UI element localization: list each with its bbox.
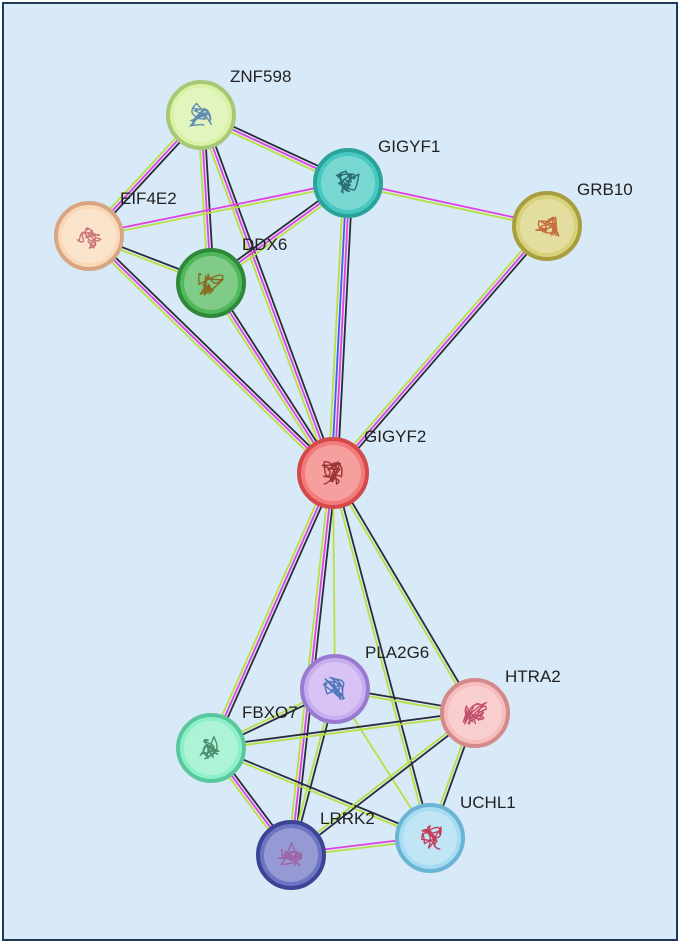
- node-pla2g6[interactable]: PLA2G6: [300, 643, 429, 724]
- edge-evidence-line: [209, 748, 431, 841]
- edge-gigyf2-htra2[interactable]: [330, 471, 478, 715]
- node-label: GIGYF2: [364, 427, 426, 446]
- edge-evidence-line: [210, 713, 477, 751]
- edge-ddx6-gigyf2[interactable]: [207, 280, 337, 476]
- edge-evidence-line: [333, 471, 433, 839]
- edge-evidence-line: [88, 235, 334, 474]
- protein-structure-icon: [189, 102, 213, 127]
- node-gigyf2[interactable]: GIGYF2: [297, 427, 426, 509]
- edge-evidence-line: [330, 182, 348, 474]
- node-label: UCHL1: [460, 793, 516, 812]
- node-lrrk2[interactable]: LRRK2: [256, 809, 375, 890]
- edge-evidence-line: [210, 282, 334, 474]
- protein-structure-icon: [335, 170, 360, 194]
- edge-evidence-line: [336, 182, 354, 475]
- edge-evidence-line: [207, 470, 332, 748]
- edge-evidence-line: [212, 280, 337, 473]
- edge-gigyf2-uchl1[interactable]: [330, 471, 433, 840]
- edge-gigyf1-gigyf2[interactable]: [327, 181, 354, 475]
- edge-evidence-line: [334, 227, 551, 476]
- node-label: PLA2G6: [365, 643, 429, 662]
- edge-eif4e2-gigyf2[interactable]: [86, 232, 336, 477]
- node-znf598[interactable]: ZNF598: [166, 67, 291, 150]
- edge-fbxo7-uchl1[interactable]: [209, 745, 432, 841]
- node-highlight: [520, 199, 574, 253]
- edge-evidence-line: [330, 472, 430, 840]
- edge-eif4e2-gigyf1[interactable]: [87, 180, 350, 239]
- edge-evidence-line: [327, 181, 345, 474]
- node-label: HTRA2: [505, 667, 561, 686]
- edge-evidence-line: [197, 115, 332, 475]
- protein-structure-icon: [198, 272, 225, 297]
- edge-evidence-line: [210, 745, 432, 838]
- node-label: EIF4E2: [120, 189, 177, 208]
- edge-evidence-line: [330, 472, 475, 715]
- edge-evidence-line: [289, 710, 475, 855]
- protein-structure-icon: [321, 461, 343, 486]
- edge-grb10-gigyf2[interactable]: [329, 223, 551, 476]
- edge-evidence-line: [332, 225, 548, 474]
- node-eif4e2[interactable]: EIF4E2: [54, 189, 177, 271]
- node-label: LRRK2: [320, 809, 375, 828]
- edge-evidence-line: [86, 237, 332, 477]
- edge-evidence-line: [90, 232, 336, 472]
- edge-evidence-line: [207, 283, 332, 476]
- edge-evidence-line: [332, 472, 336, 690]
- edge-evidence-line: [329, 223, 546, 472]
- protein-structure-icon: [76, 227, 102, 250]
- node-grb10[interactable]: GRB10: [512, 180, 633, 261]
- edge-htra2-lrrk2[interactable]: [289, 710, 477, 858]
- edge-evidence-line: [291, 713, 477, 858]
- edge-evidence-line: [333, 471, 478, 714]
- node-label: GIGYF1: [378, 137, 440, 156]
- protein-structure-icon: [322, 676, 345, 701]
- edge-evidence-line: [287, 471, 331, 856]
- node-circle: [512, 191, 582, 261]
- node-gigyf1[interactable]: GIGYF1: [313, 137, 440, 218]
- node-uchl1[interactable]: UCHL1: [395, 793, 516, 873]
- protein-structure-icon: [421, 824, 442, 850]
- edge-evidence-line: [200, 114, 334, 474]
- edge-evidence-line: [212, 473, 337, 751]
- node-label: ZNF598: [230, 67, 291, 86]
- node-circle: [176, 248, 246, 318]
- edge-gigyf2-fbxo7[interactable]: [207, 470, 337, 751]
- protein-structure-icon: [462, 701, 488, 725]
- node-label: DDX6: [242, 235, 287, 254]
- node-htra2[interactable]: HTRA2: [440, 667, 561, 748]
- protein-structure-icon: [535, 216, 560, 237]
- edge-evidence-line: [88, 183, 350, 239]
- protein-structure-icon: [276, 841, 303, 867]
- edge-evidence-line: [333, 182, 351, 474]
- edge-evidence-line: [87, 180, 349, 236]
- node-highlight: [184, 256, 238, 310]
- edge-evidence-line: [202, 113, 337, 473]
- edge-evidence-line: [210, 472, 334, 749]
- edge-evidence-line: [209, 710, 476, 748]
- node-fbxo7[interactable]: FBXO7: [176, 703, 298, 783]
- protein-structure-icon: [199, 735, 220, 760]
- edge-znf598-gigyf2[interactable]: [197, 113, 337, 475]
- node-label: FBXO7: [242, 703, 298, 722]
- node-ddx6[interactable]: DDX6: [176, 235, 287, 318]
- edge-gigyf2-pla2g6[interactable]: [332, 472, 336, 690]
- edge-fbxo7-htra2[interactable]: [209, 710, 477, 751]
- node-label: GRB10: [577, 180, 633, 199]
